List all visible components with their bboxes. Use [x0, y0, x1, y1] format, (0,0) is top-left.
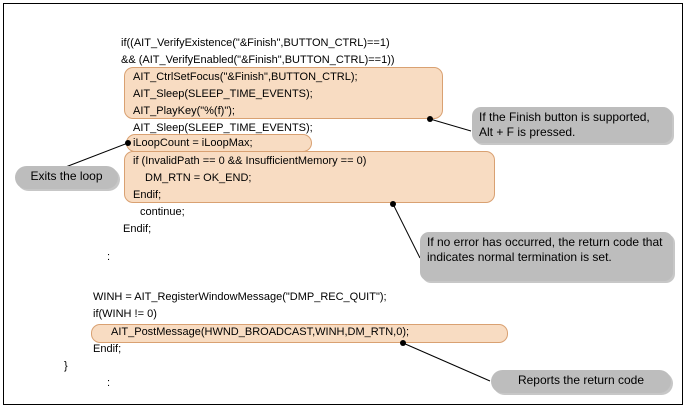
callout-normal-termination: If no error has occurred, the return cod… — [420, 232, 673, 281]
code-line: continue; — [140, 206, 185, 218]
highlight-postmessage-line — [91, 324, 508, 343]
code-ellipsis: : — [107, 377, 111, 389]
code-line: if((AIT_VerifyExistence("&Finish",BUTTON… — [121, 37, 390, 49]
code-line: iLoopCount = iLoopMax; — [133, 137, 253, 149]
code-line: if(WINH != 0) — [93, 308, 157, 320]
highlight-return-code-block — [124, 151, 495, 203]
code-ellipsis: : — [107, 251, 111, 263]
code-line: Endif; — [133, 189, 162, 201]
code-line: AIT_Sleep(SLEEP_TIME_EVENTS); — [133, 122, 313, 134]
code-line: AIT_Sleep(SLEEP_TIME_EVENTS); — [133, 88, 313, 100]
callout-exits-loop: Exits the loop — [15, 166, 118, 189]
highlight-finish-keypress-block — [124, 67, 443, 119]
code-line: AIT_PlayKey("%(f)"); — [133, 105, 235, 117]
code-line: AIT_CtrlSetFocus("&Finish",BUTTON_CTRL); — [133, 71, 358, 83]
code-line: AIT_PostMessage(HWND_BROADCAST,WINH,DM_R… — [111, 326, 410, 338]
callout-reports-return-code: Reports the return code — [491, 370, 671, 393]
code-line: Endif; — [123, 223, 152, 235]
code-line: && (AIT_VerifyEnabled("&Finish",BUTTON_C… — [121, 54, 395, 66]
code-line: } — [64, 360, 68, 372]
callout-finish-button: If the Finish button is supported, Alt +… — [472, 107, 672, 143]
code-line: if (InvalidPath == 0 && InsufficientMemo… — [133, 155, 367, 167]
code-line: WINH = AIT_RegisterWindowMessage("DMP_RE… — [93, 291, 387, 303]
code-line: Endif; — [93, 343, 122, 355]
code-line: DM_RTN = OK_END; — [145, 172, 252, 184]
